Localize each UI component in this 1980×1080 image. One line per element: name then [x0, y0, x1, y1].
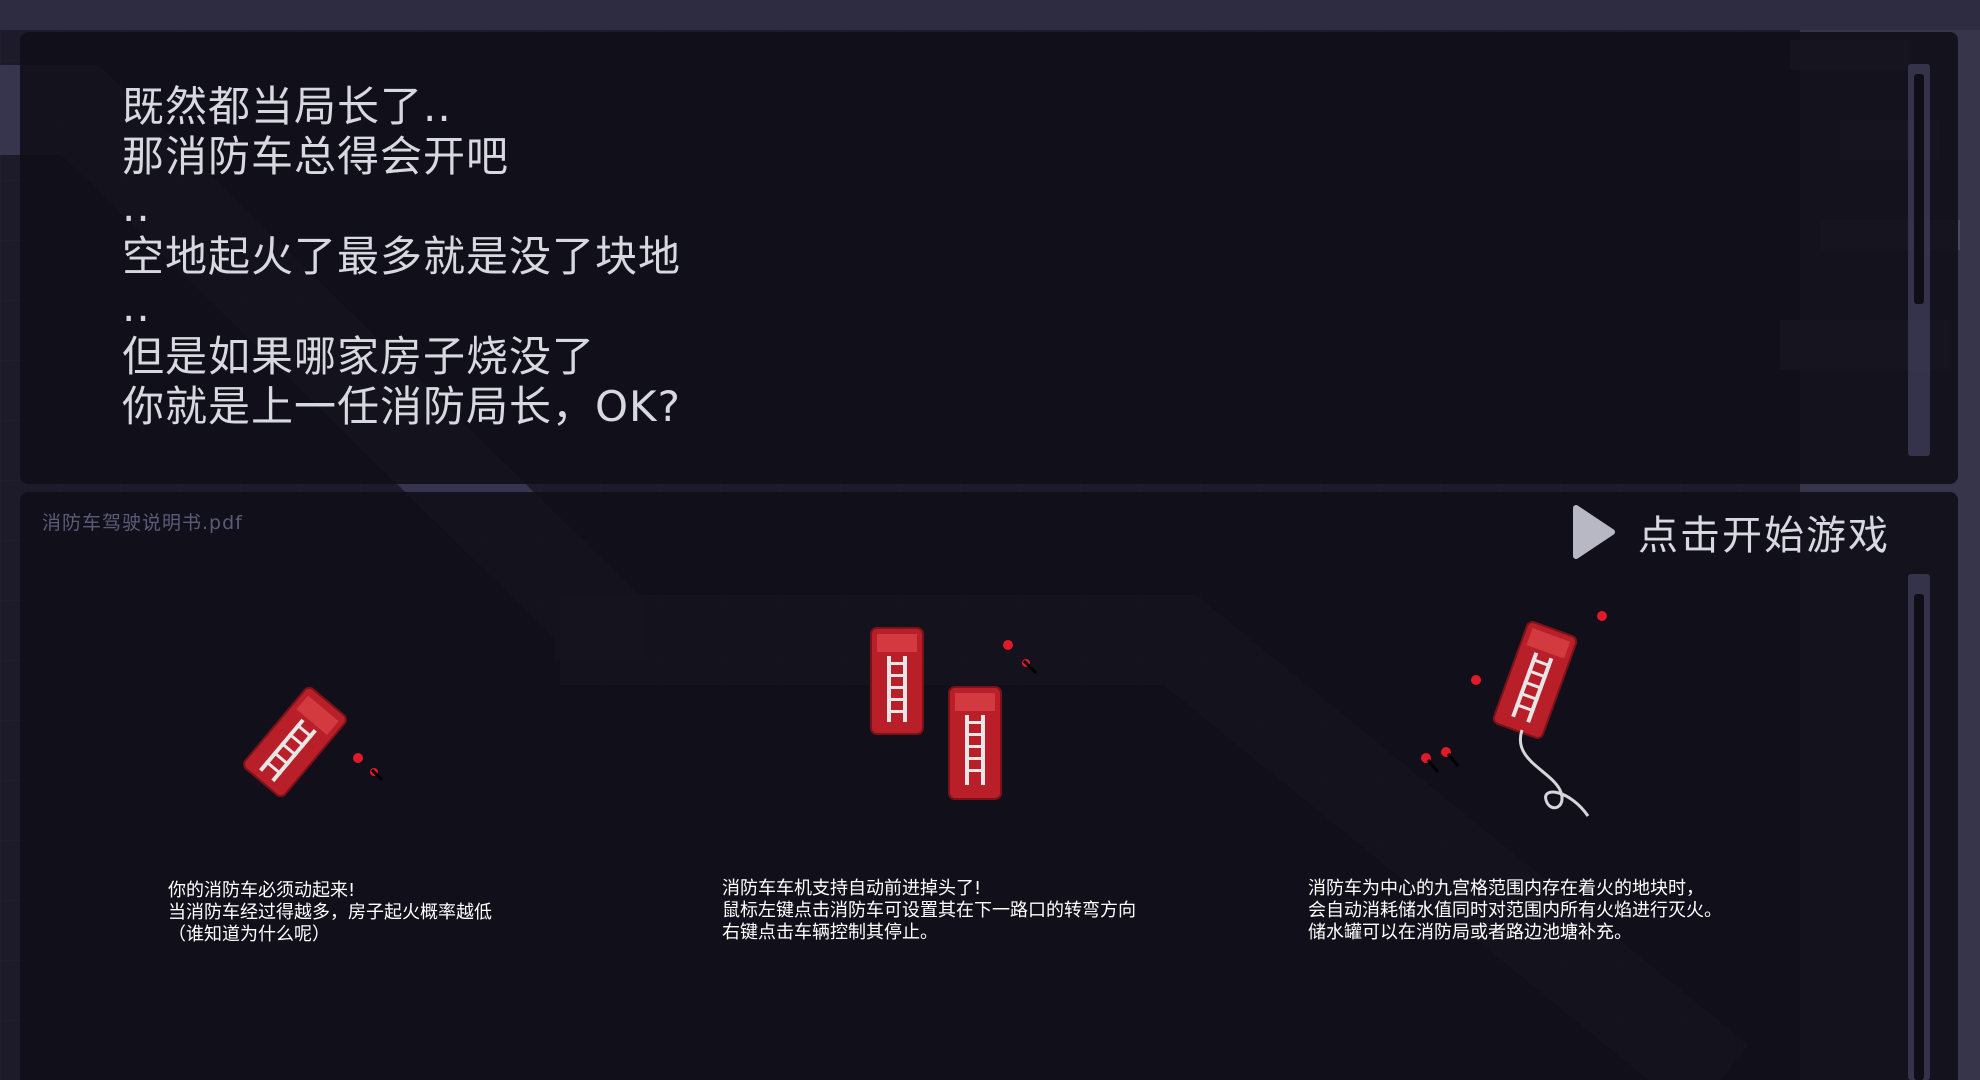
- manual-scrollbar[interactable]: [1908, 574, 1930, 1080]
- dialog-line: 你就是上一任消防局长，OK?: [122, 382, 681, 431]
- caption-line: 消防车车机支持自动前进掉头了!: [722, 878, 982, 899]
- fire-truck-icon: [1492, 621, 1578, 739]
- start-game-button[interactable]: 点击开始游戏: [1572, 500, 1932, 564]
- caption-line: 当消防车经过得越多，房子起火概率越低: [168, 902, 492, 923]
- fire-truck-icon: [870, 627, 924, 735]
- dialog-line: 那消防车总得会开吧: [122, 132, 510, 181]
- caption-line: 储水罐可以在消防局或者路边池塘补充。: [1308, 922, 1632, 943]
- dialog-text: 既然都当局长了.. 那消防车总得会开吧 .. 空地起火了最多就是没了块地 .. …: [122, 82, 681, 432]
- dialog-panel: [20, 32, 1958, 484]
- illustration-truck-extinguish: [1421, 611, 1607, 817]
- play-triangle-icon: [1573, 505, 1615, 559]
- start-game-label: 点击开始游戏: [1638, 513, 1890, 559]
- caption-line: （谁知道为什么呢）: [168, 924, 330, 945]
- fire-truck-icon: [243, 686, 347, 798]
- fire-spark-icon: [1003, 640, 1013, 650]
- manual-caption-1: 你的消防车必须动起来! 当消防车经过得越多，房子起火概率越低 （谁知道为什么呢）: [168, 880, 492, 946]
- caption-line: 会自动消耗储水值同时对范围内所有火焰进行灭火。: [1308, 900, 1722, 921]
- dialog-line: 空地起火了最多就是没了块地: [122, 232, 682, 281]
- dialog-line: ..: [122, 182, 151, 231]
- caption-line: 右键点击车辆控制其停止。: [722, 922, 938, 943]
- illustration-truck-moving: [243, 686, 384, 798]
- manual-filename: 消防车驾驶说明书.pdf: [42, 512, 243, 534]
- dialog-scrollbar[interactable]: [1908, 64, 1930, 456]
- manual-caption-2: 消防车车机支持自动前进掉头了! 鼠标左键点击消防车可设置其在下一路口的转弯方向 …: [722, 878, 1136, 944]
- fire-spark-icon: [353, 753, 363, 763]
- water-hose-icon: [1518, 729, 1590, 817]
- fire-spark-icon: [1597, 611, 1607, 621]
- manual-scrollbar-thumb[interactable]: [1914, 594, 1924, 1080]
- dialog-scrollbar-thumb[interactable]: [1914, 74, 1924, 304]
- dialog-line: 但是如果哪家房子烧没了: [122, 332, 596, 381]
- fire-truck-icon: [948, 686, 1002, 800]
- dialog-line: ..: [122, 282, 151, 331]
- dialog-line: 既然都当局长了..: [122, 82, 452, 131]
- caption-line: 你的消防车必须动起来!: [168, 880, 356, 901]
- illustration-truck-control: [870, 627, 1038, 800]
- caption-line: 消防车为中心的九宫格范围内存在着火的地块时，: [1308, 878, 1704, 899]
- fire-spark-icon: [1471, 675, 1481, 685]
- manual-caption-3: 消防车为中心的九宫格范围内存在着火的地块时， 会自动消耗储水值同时对范围内所有火…: [1308, 878, 1722, 944]
- caption-line: 鼠标左键点击消防车可设置其在下一路口的转弯方向: [722, 900, 1136, 921]
